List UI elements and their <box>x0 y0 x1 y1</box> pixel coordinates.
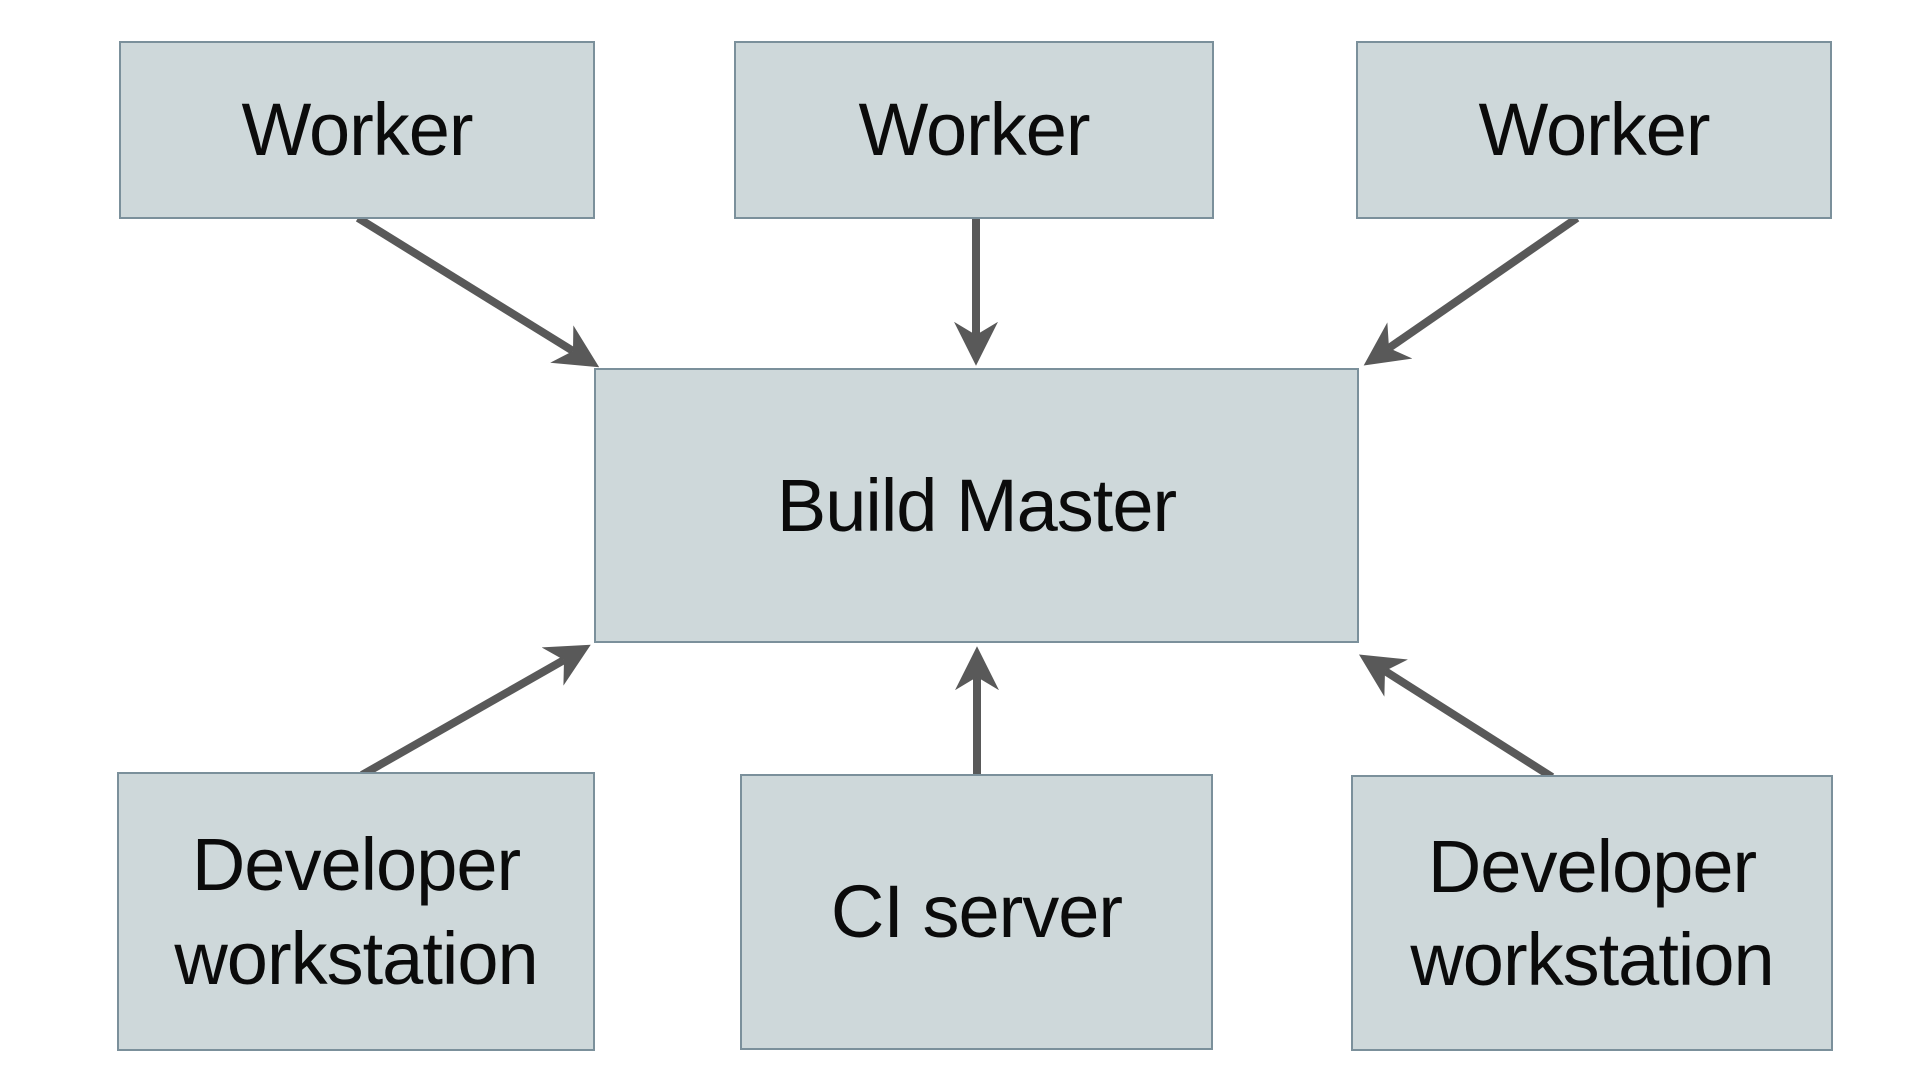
node-worker-3-label: Worker <box>1478 88 1710 172</box>
arrow-worker-1-to-build-master <box>355 214 600 368</box>
node-build-master: Build Master <box>594 368 1359 643</box>
node-developer-workstation-1-label: Developer workstation <box>174 823 538 1000</box>
arrow-developer-workstation-2-to-build-master <box>1358 654 1555 781</box>
node-ci-server-label: CI server <box>830 870 1123 954</box>
node-worker-3: Worker <box>1356 41 1832 219</box>
node-developer-workstation-2: Developer workstation <box>1351 775 1833 1051</box>
arrow-developer-workstation-1-to-build-master <box>360 644 591 779</box>
node-worker-1-label: Worker <box>241 88 473 172</box>
node-developer-workstation-2-label: Developer workstation <box>1410 824 1774 1001</box>
node-worker-2: Worker <box>734 41 1214 219</box>
node-worker-1: Worker <box>119 41 595 219</box>
node-ci-server: CI server <box>740 774 1213 1050</box>
node-build-master-label: Build Master <box>776 463 1177 547</box>
node-worker-2-label: Worker <box>858 88 1090 172</box>
arrow-worker-3-to-build-master <box>1363 214 1580 366</box>
node-developer-workstation-1: Developer workstation <box>117 772 595 1051</box>
